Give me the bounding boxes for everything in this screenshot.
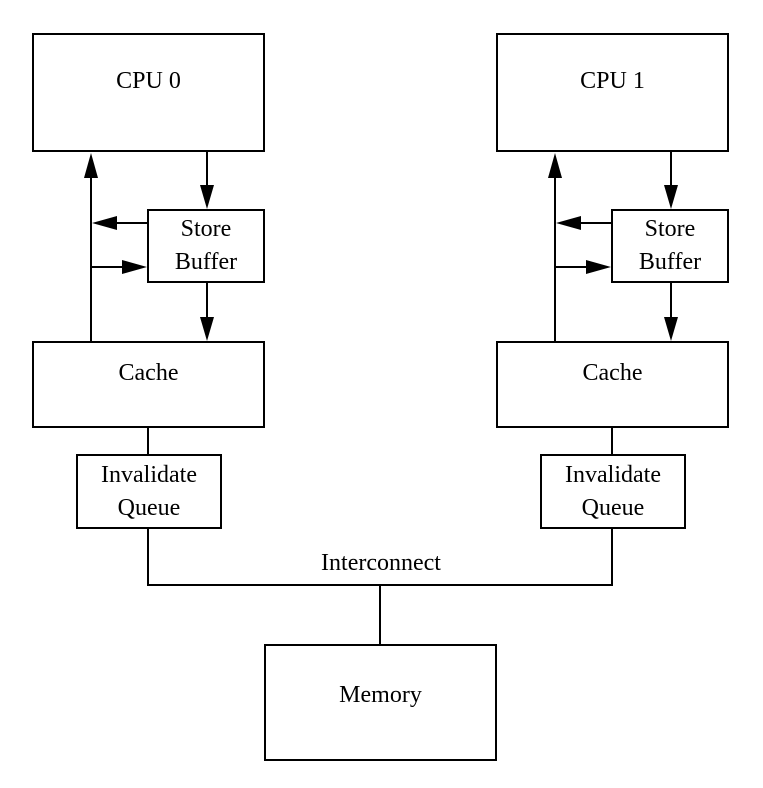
cpu1-label: CPU 1 [580, 68, 645, 94]
cpu1-box: CPU 1 [496, 33, 729, 152]
invalidate-queue1-box: Invalidate Queue [540, 454, 686, 529]
store-buffer0-label-line2: Buffer [174, 249, 238, 275]
store-buffer1-to-cache1-arrow [664, 283, 678, 341]
cpu0-to-store-buffer0-arrow [200, 152, 214, 209]
store-buffer1-to-cache-line-arrow [556, 216, 611, 230]
cpu1-to-store-buffer1-arrow [664, 152, 678, 209]
cache0-label: Cache [118, 360, 179, 386]
invalidate-queue0-label-line1: Invalidate [101, 461, 197, 488]
store-buffer0-to-cache-line-arrow [92, 216, 147, 230]
store-buffer0-label-line1: Store [180, 216, 232, 242]
cache1-box: Cache [496, 341, 729, 428]
memory-label: Memory [339, 682, 422, 708]
invalidate-queue0-label-line2: Queue [117, 494, 181, 521]
cache0-to-cpu0-arrow [84, 153, 98, 341]
store-buffer1-label-line1: Store [644, 216, 696, 242]
cache1-label: Cache [582, 360, 643, 386]
invalidate-queue1-label-line1: Invalidate [565, 461, 661, 488]
store-buffer0-box: Store Buffer [147, 209, 265, 283]
interconnect-label: Interconnect [321, 550, 441, 576]
cache1-to-cpu1-arrow [548, 153, 562, 341]
store-buffer0-to-cache0-arrow [200, 283, 214, 341]
store-buffer1-box: Store Buffer [611, 209, 729, 283]
cpu0-label: CPU 0 [116, 68, 181, 94]
invalidate-queue1-label-line2: Queue [581, 494, 645, 521]
invalidate-queue0-box: Invalidate Queue [76, 454, 222, 529]
memory-box: Memory [264, 644, 497, 761]
store-buffer1-label-line2: Buffer [638, 249, 702, 275]
cache-line-to-store-buffer0-arrow [91, 260, 147, 274]
cache-line-to-store-buffer1-arrow [555, 260, 611, 274]
cpu0-box: CPU 0 [32, 33, 265, 152]
cache0-box: Cache [32, 341, 265, 428]
